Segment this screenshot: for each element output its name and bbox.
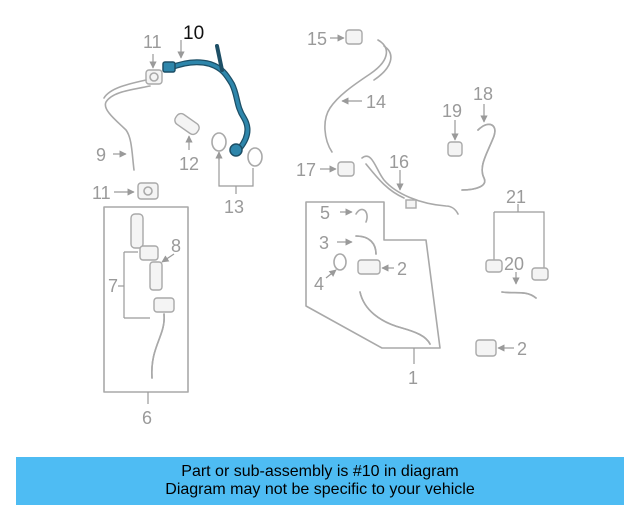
part-4-ring — [333, 253, 347, 271]
caption-line-2: Diagram may not be specific to your vehi… — [165, 481, 475, 498]
caption-line-1: Part or sub-assembly is #10 in diagram — [181, 463, 459, 480]
callout-17: 17 — [296, 160, 316, 180]
part-13-gaskets — [211, 132, 263, 167]
callout-18: 18 — [473, 84, 493, 104]
callout-2-upper: 2 — [397, 259, 407, 279]
part-17-clamp — [337, 161, 355, 177]
callout-2-lower: 2 — [517, 339, 527, 359]
group-box-6 — [103, 206, 189, 393]
callout-3: 3 — [319, 233, 329, 253]
callout-14: 14 — [366, 92, 386, 112]
part-9-pipe — [103, 79, 151, 171]
callout-10[interactable]: 10 — [183, 23, 204, 44]
part-11-clamp-lower — [137, 182, 159, 200]
callout-16: 16 — [389, 152, 409, 172]
part-6-components — [130, 213, 175, 379]
part-10-hose[interactable] — [162, 44, 251, 157]
callout-11-lower: 11 — [92, 183, 111, 203]
callout-15: 15 — [307, 29, 327, 49]
callout-7: 7 — [108, 276, 118, 296]
callout-9: 9 — [96, 145, 106, 165]
part-18-hose — [461, 123, 496, 191]
parts-diagram: 10 11 9 11 12 13 8 7 6 — [92, 23, 549, 428]
part-15-clamp — [345, 29, 363, 45]
group-box-1 — [305, 201, 441, 349]
part-1-hose — [359, 291, 431, 345]
caption-banner: Part or sub-assembly is #10 in diagram D… — [16, 457, 624, 505]
callout-5: 5 — [320, 203, 330, 223]
callout-21: 21 — [506, 187, 526, 207]
callout-13: 13 — [224, 197, 244, 217]
part-14-hose — [324, 39, 392, 153]
callout-4: 4 — [314, 274, 324, 294]
part-19-clamp — [447, 141, 463, 157]
callout-20: 20 — [504, 254, 524, 274]
part-21-clamps — [485, 259, 549, 281]
part-11-clamp-upper — [145, 69, 163, 85]
callout-1: 1 — [408, 368, 418, 388]
part-3-elbow — [355, 235, 377, 255]
part-20-hose — [501, 291, 537, 299]
part-16-pipe — [361, 155, 459, 215]
callout-19: 19 — [442, 101, 462, 121]
callout-11-upper: 11 — [143, 32, 162, 52]
part-2-clamp-a — [357, 259, 381, 275]
callout-6: 6 — [142, 408, 152, 428]
part-12-fitting — [174, 112, 200, 136]
callout-12: 12 — [179, 154, 199, 174]
part-2-clamp-b — [475, 339, 497, 357]
callout-8: 8 — [171, 236, 181, 256]
part-5-clip — [355, 208, 368, 223]
